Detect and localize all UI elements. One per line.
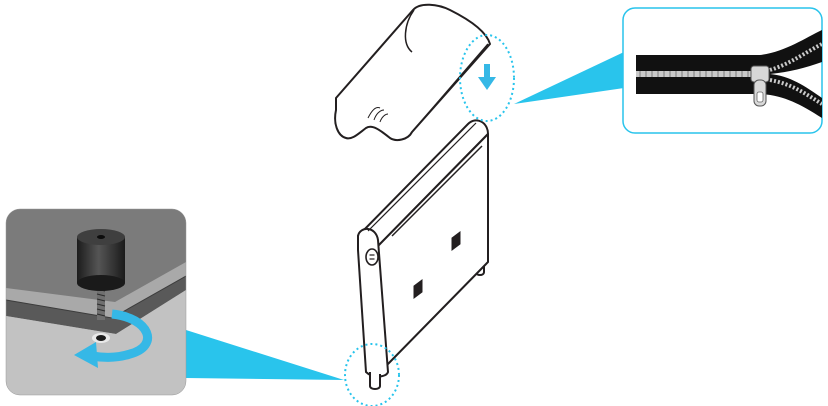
foot-callout-wedge bbox=[186, 330, 344, 380]
foot-detail-inset bbox=[6, 209, 186, 395]
zipper-callout-wedge bbox=[514, 52, 624, 104]
threaded-foot-icon bbox=[77, 229, 125, 291]
cover-piece bbox=[335, 5, 490, 140]
zipper-detail-inset bbox=[623, 8, 822, 133]
down-arrow-icon bbox=[478, 64, 496, 90]
power-port-icon bbox=[366, 249, 378, 265]
